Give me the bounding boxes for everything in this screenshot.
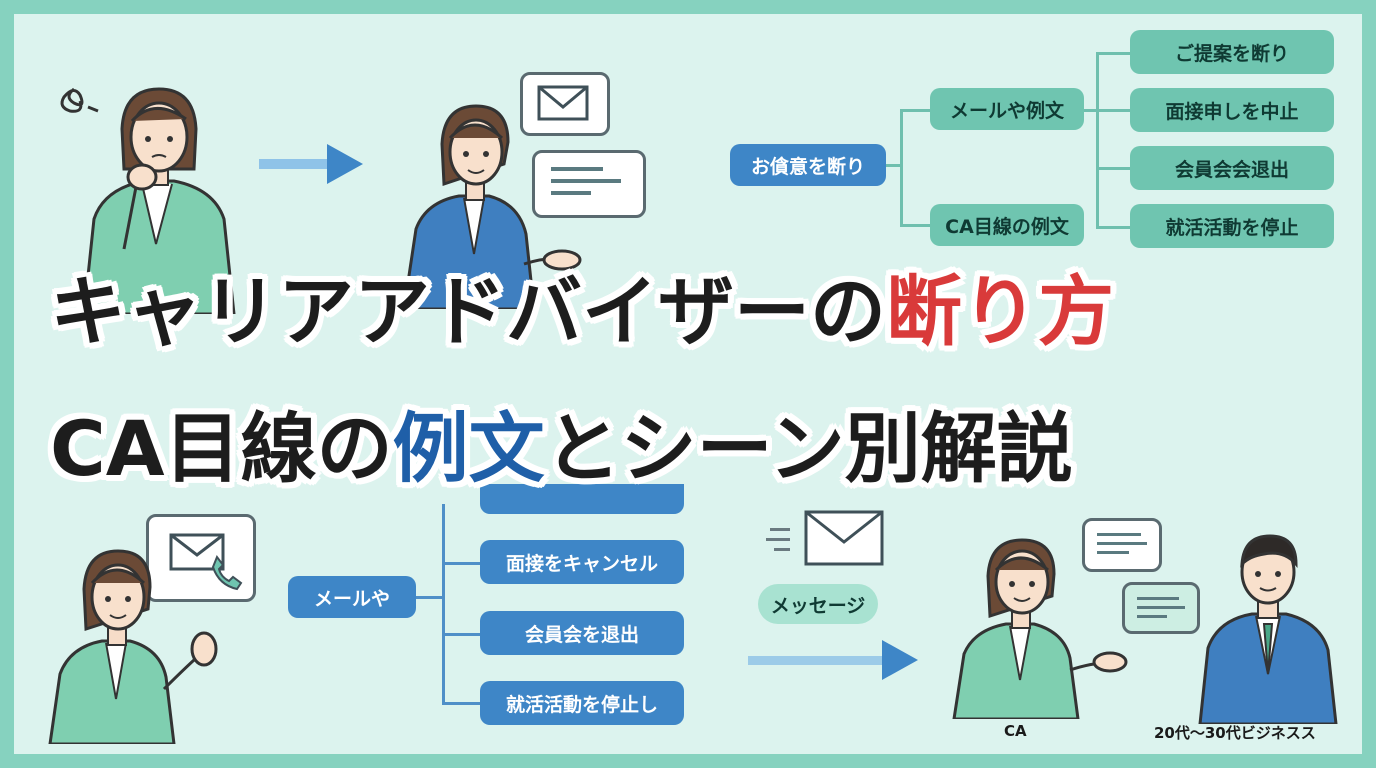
top-tree-leaf: 就活活動を停止 <box>1130 204 1334 248</box>
ca-caption: CA <box>1004 722 1027 740</box>
connector <box>416 596 442 599</box>
bottom-tree-leaf: 会員会を退出 <box>480 611 684 655</box>
chat-bubble-icon <box>1082 518 1162 572</box>
phone-icon <box>211 554 243 591</box>
connector <box>1096 167 1130 170</box>
mail-icon <box>169 533 225 571</box>
right-arrow-icon <box>748 640 918 680</box>
thumbnail-canvas: お僋意を断り メールや例文 CA目線の例文 ご提案を断り 面接申しを中止 会員会… <box>14 14 1362 754</box>
bottom-tree-leaf: 就活活動を停止し <box>480 681 684 725</box>
mail-phone-bubble <box>146 514 256 602</box>
connector <box>900 224 932 227</box>
connector <box>442 504 445 704</box>
ca-woman-illustration <box>952 538 1128 719</box>
connector <box>1096 52 1130 55</box>
mail-icon <box>537 85 589 121</box>
title-line-2: CA目線の例文とシーン別解説 <box>50 399 1073 499</box>
chat-bubble-icon <box>1122 582 1200 634</box>
title-line-1-highlight: 断り方 <box>886 267 1114 356</box>
title-line-1: キャリアアドバイザーの断り方 <box>50 262 1114 362</box>
connector <box>442 562 482 565</box>
connector <box>900 109 903 227</box>
businessman-illustration <box>1198 534 1338 724</box>
top-tree-root: お僋意を断り <box>730 144 886 186</box>
bottom-tree-hidden-pill <box>480 484 684 514</box>
top-tree-leaf: 会員会会退出 <box>1130 146 1334 190</box>
mail-icon <box>766 510 884 566</box>
connector <box>1096 52 1099 228</box>
connector <box>886 164 900 167</box>
business-caption: 20代〜30代ビジネスス <box>1154 724 1316 742</box>
title-line-2-highlight: 例文 <box>392 404 545 493</box>
top-tree-branch-ca: CA目線の例文 <box>930 204 1084 246</box>
top-tree-leaf: 面接申しを中止 <box>1130 88 1334 132</box>
title-line-2-prefix: CA目線の <box>50 404 393 493</box>
bottom-tree-leaf: 面接をキャンセル <box>480 540 684 584</box>
presenting-woman-illustration <box>402 104 582 309</box>
connector <box>442 633 482 636</box>
title-line-2-suffix: とシーン別解説 <box>544 404 1073 493</box>
top-tree-leaf: ご提案を断り <box>1130 30 1334 74</box>
connector <box>900 109 932 112</box>
right-arrow-icon <box>259 144 363 184</box>
message-label: メッセージ <box>758 584 878 624</box>
connector <box>1084 109 1098 112</box>
top-tree-branch-mail: メールや例文 <box>930 88 1084 130</box>
connector <box>1096 109 1130 112</box>
bottom-tree-root: メールや <box>288 576 416 618</box>
phone-woman-illustration <box>48 549 218 744</box>
connector <box>1096 226 1130 229</box>
title-line-1-main: キャリアアドバイザーの <box>50 267 886 356</box>
confused-woman-illustration <box>60 87 236 314</box>
chat-bubble-icon <box>532 150 646 218</box>
connector <box>442 702 482 705</box>
confused-scribble-icon <box>60 87 99 113</box>
mail-bubble <box>520 72 610 136</box>
